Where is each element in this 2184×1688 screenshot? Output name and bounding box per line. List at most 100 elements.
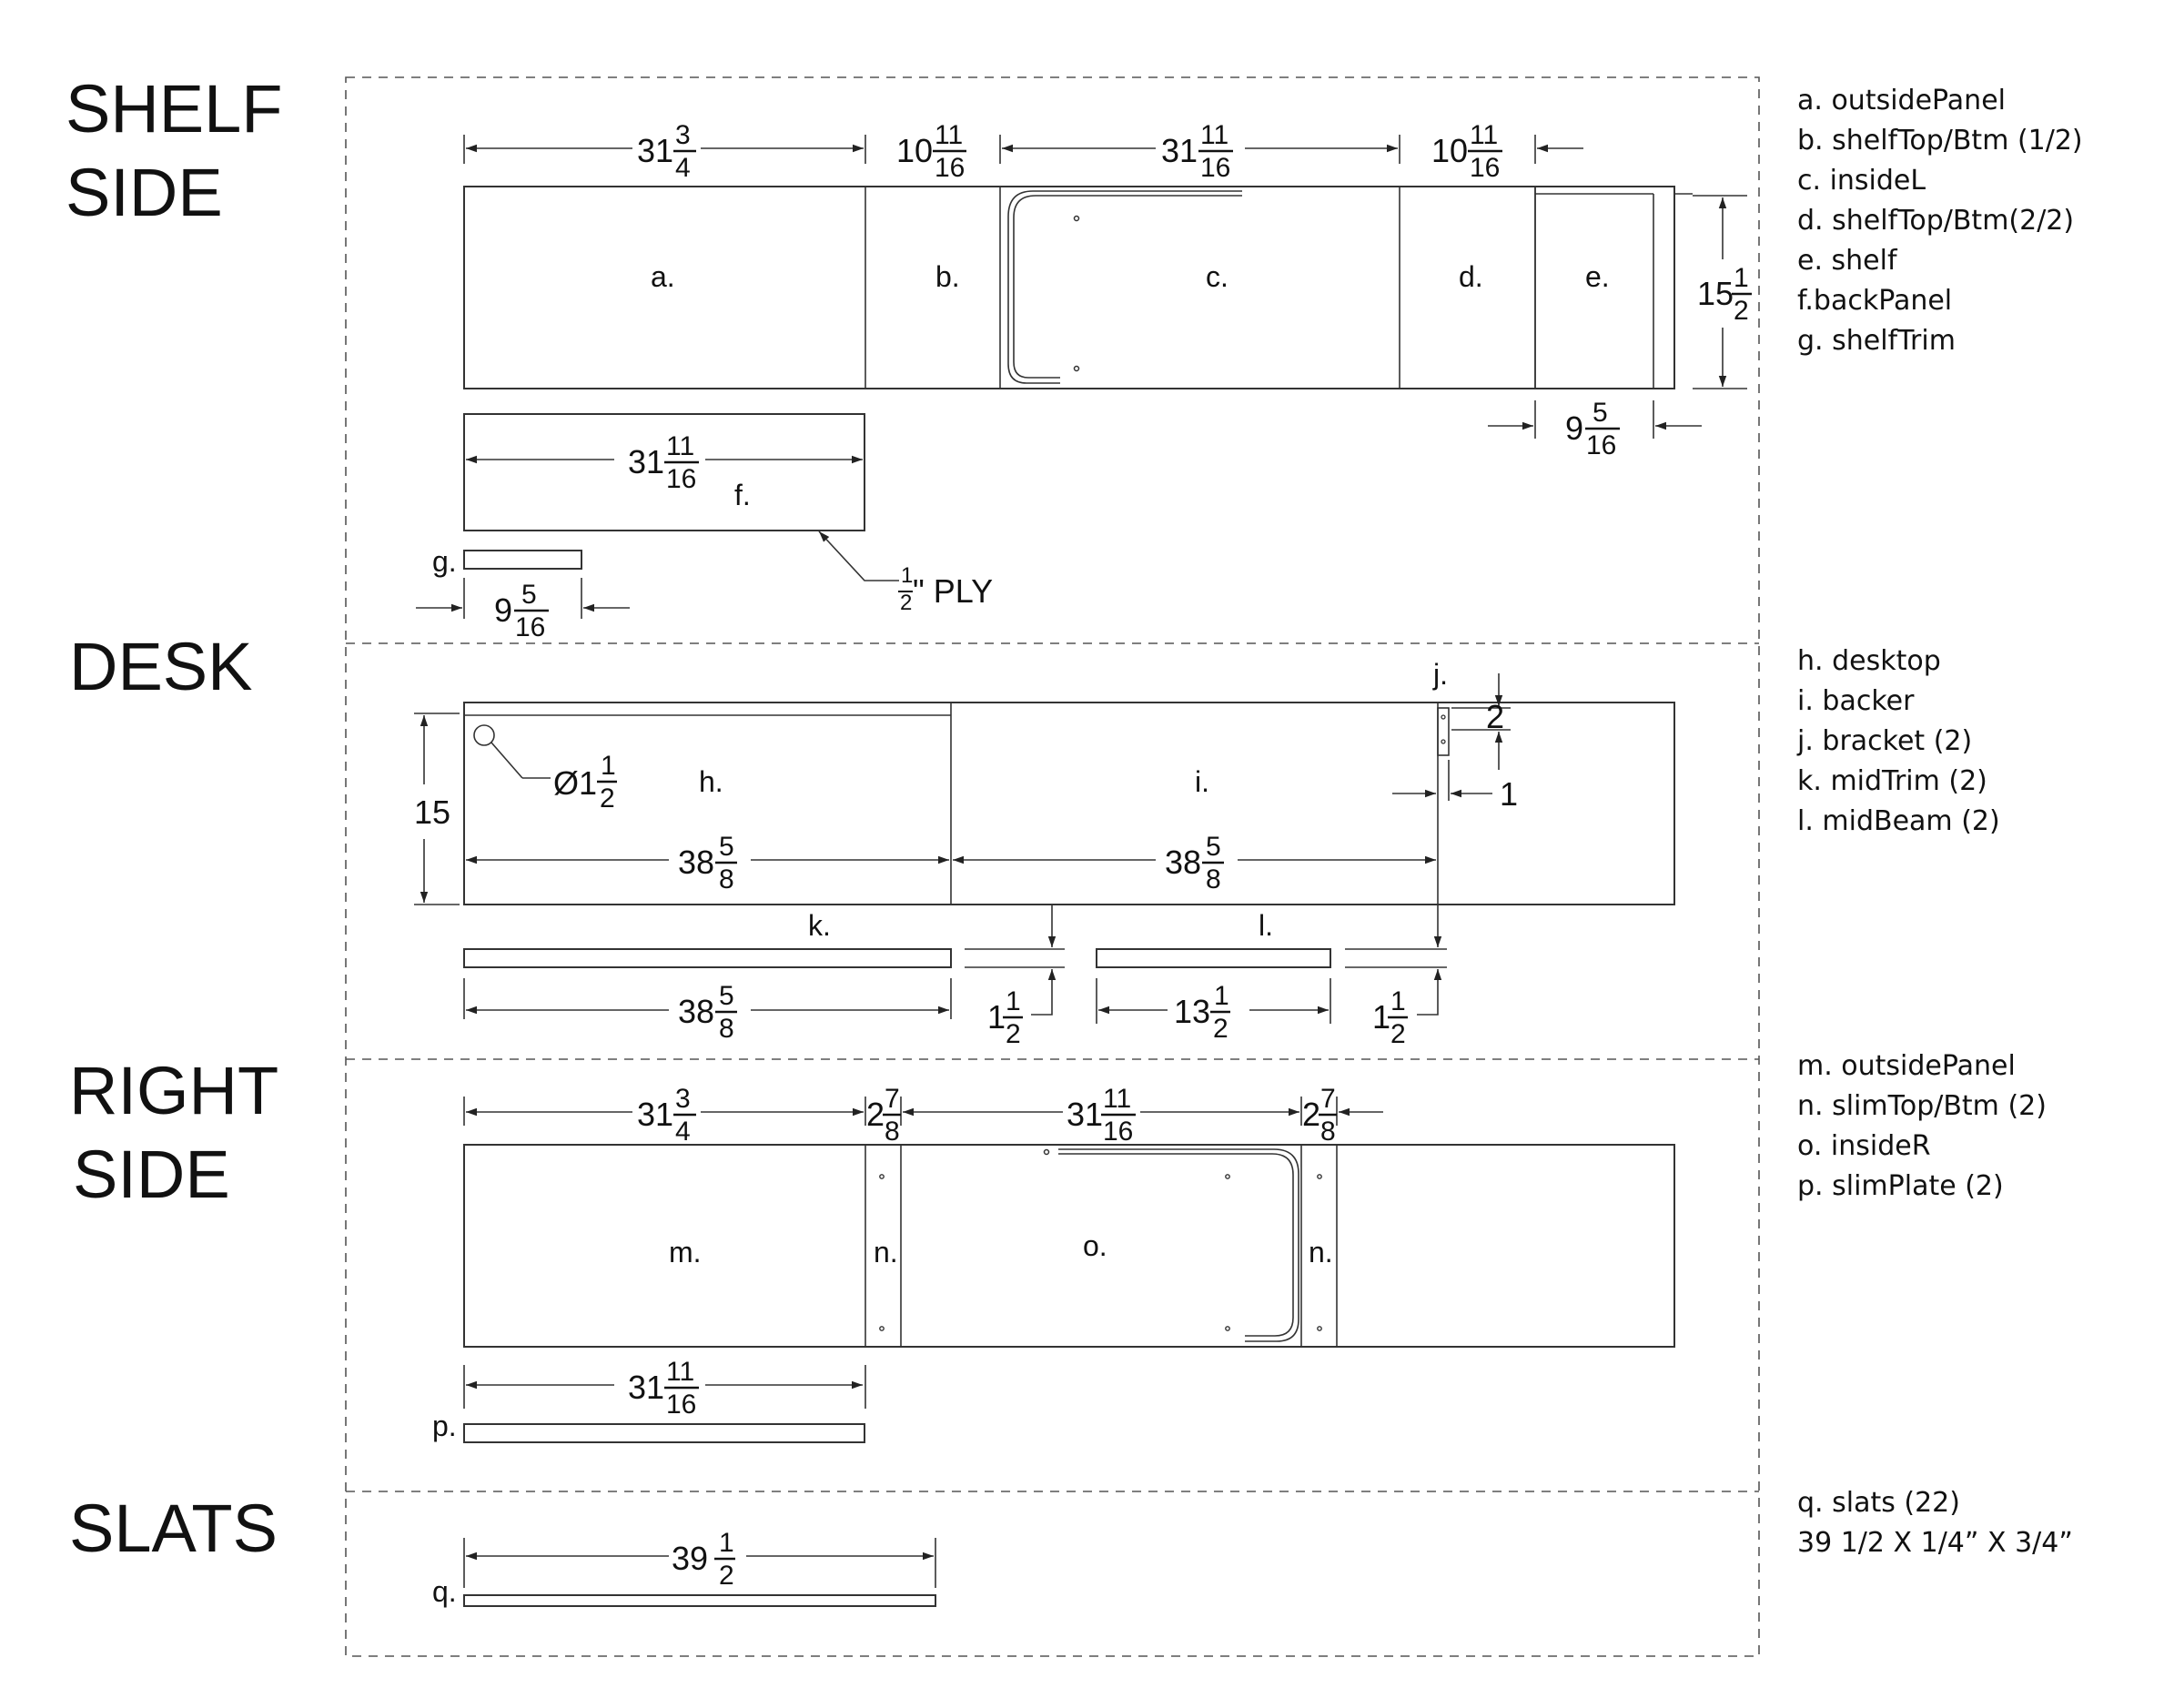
part-label-j: j. [1432,658,1448,691]
svg-text:2: 2 [1734,296,1749,326]
part-label-n-2: n. [1309,1236,1333,1269]
svg-text:5: 5 [1206,832,1221,862]
svg-text:2: 2 [600,783,615,814]
insideL-hook-outer [1007,190,1242,384]
legend-item: 39 1/2 X 1/4” X 3/4” [1797,1527,2073,1559]
legend-item: a. outsidePanel [1797,85,2006,116]
screw-hole [1225,1174,1230,1179]
part-j-bracket [1437,707,1450,756]
svg-text:15: 15 [1697,275,1734,312]
svg-text:3: 3 [675,1084,691,1114]
svg-text:16: 16 [1470,153,1500,183]
part-l-midbeam [1096,948,1331,968]
screw-hole [1225,1326,1230,1331]
part-label-c: c. [1206,260,1228,293]
svg-text:39: 39 [672,1540,708,1577]
shelf-side-parts: a. b. c. d. e. f. g. 1 2 " PLY [432,186,1693,615]
dim-desk-height-label: 15 [414,793,450,831]
svg-text:4: 4 [675,1117,691,1147]
svg-text:7: 7 [885,1084,900,1114]
screw-hole [1441,739,1446,744]
part-g-shelf-trim [463,550,582,570]
shelf-side-dim-labels: 31 3 4 10 11 16 31 11 16 10 11 16 15 1 2 [494,120,1752,642]
section-titles: SHELF SIDE DESK RIGHT SIDE SLATS [66,71,283,1566]
dim-l-label: 13 1 2 [1174,981,1230,1044]
screw-hole [1317,1174,1322,1179]
legend-desk: h. desktop i. backer j. bracket (2) k. m… [1796,645,2000,837]
desk-board [463,702,1675,905]
part-label-l: l. [1259,909,1273,942]
part-label-p: p. [432,1410,457,1442]
dim-a-label: 31 3 4 [637,120,696,183]
part-label-m: m. [669,1236,702,1269]
part-q-slat [463,1594,936,1607]
dim-i-label: 38 5 8 [1165,832,1224,895]
legend-item: c. insideL [1797,165,1926,197]
legend-item: g. shelfTrim [1797,325,1956,357]
svg-text:1: 1 [1006,986,1021,1016]
svg-text:31: 31 [628,1369,664,1406]
legend-item: m. outsidePanel [1797,1050,2016,1082]
legend-slats: q. slats (22) 39 1/2 X 1/4” X 3/4” [1797,1487,2073,1559]
svg-text:16: 16 [1200,153,1230,183]
svg-text:16: 16 [666,464,696,494]
legend-item: d. shelfTop/Btm(2/2) [1797,205,2074,237]
ply-leader [818,531,899,581]
outer-frame [345,76,1760,1657]
dim-n2-label: 2 7 8 [1302,1084,1337,1147]
dim-l-h-bottom [1417,969,1442,1016]
screw-hole [1441,714,1446,720]
dim-c-label: 31 11 16 [1161,120,1233,183]
svg-text:2: 2 [866,1096,885,1133]
svg-text:11: 11 [935,120,963,150]
dim-o-label: 31 11 16 [1067,1084,1136,1147]
title-desk: DESK [69,629,253,704]
ply-text: " PLY [913,572,993,610]
title-right-side: SIDE [73,1137,230,1212]
dim-j-width-label: 1 [1500,775,1518,813]
svg-text:1: 1 [987,998,1006,1036]
part-p-slimplate [463,1423,865,1443]
dim-shelf-height-label: 15 1 2 [1697,263,1752,326]
ply-frac-num: 1 [901,563,913,588]
dim-n1-label: 2 7 8 [866,1084,901,1147]
hole-leader [490,742,523,779]
dim-j-height-label: 2 [1486,698,1504,735]
part-e-outline [1534,186,1675,389]
svg-text:8: 8 [1320,1117,1336,1147]
dim-k-h-bottom [1031,969,1057,1016]
ply-note: 1 [901,563,913,588]
svg-text:10: 10 [896,132,933,169]
svg-text:5: 5 [1592,398,1608,428]
desk-dim-labels: 15 Ø1 1 2 38 5 8 38 5 8 2 1 38 5 8 1 [414,698,1518,1049]
screw-hole [1073,365,1080,372]
dim-k-label: 38 5 8 [678,981,737,1044]
part-label-o: o. [1083,1229,1107,1262]
svg-text:2: 2 [719,1561,734,1591]
svg-text:1: 1 [1390,986,1406,1016]
svg-text:2: 2 [1390,1019,1406,1049]
dim-d-label: 10 11 16 [1431,120,1502,183]
part-label-d: d. [1459,260,1483,293]
svg-text:9: 9 [1565,409,1583,447]
legend-item: i. backer [1797,685,1915,717]
right-side-dimensions [463,1097,1383,1409]
right-side-parts: m. n. o. n. p. [432,1144,1675,1443]
svg-text:31: 31 [1161,132,1198,169]
svg-text:4: 4 [675,153,691,183]
svg-text:38: 38 [678,993,714,1030]
svg-text:2: 2 [1006,1019,1021,1049]
legend-shelf-side: a. outsidePanel b. shelfTop/Btm (1/2) c.… [1797,85,2083,357]
legend-item: f.backPanel [1797,285,1952,317]
svg-text:38: 38 [1165,844,1201,881]
svg-text:10: 10 [1431,132,1468,169]
shelf-side-dimensions [416,135,1747,619]
svg-text:5: 5 [719,832,734,862]
svg-text:11: 11 [1103,1084,1131,1114]
dim-p-label: 31 11 16 [628,1357,699,1420]
screw-hole [879,1174,885,1179]
svg-text:8: 8 [1206,864,1221,895]
part-label-g: g. [432,545,457,578]
title-slats: SLATS [69,1491,278,1566]
svg-text:1: 1 [601,751,616,781]
